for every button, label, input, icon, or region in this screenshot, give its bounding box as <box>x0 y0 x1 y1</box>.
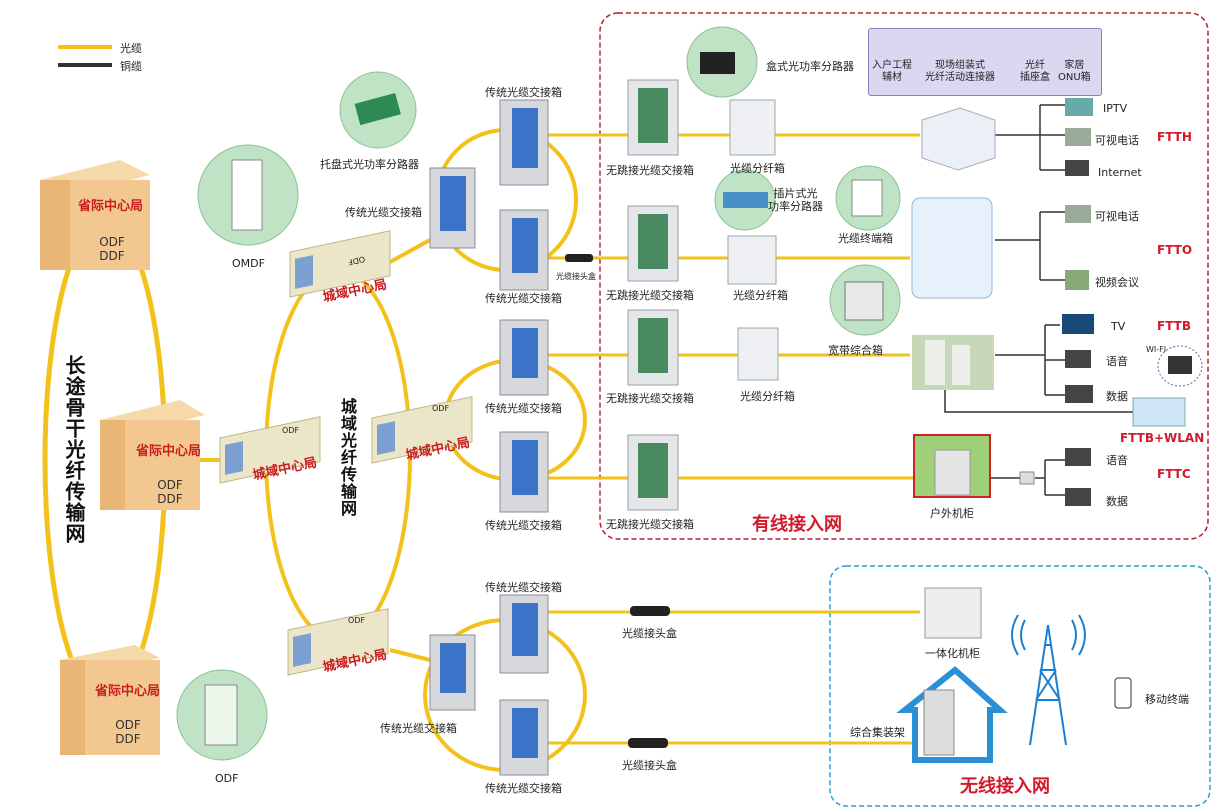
wireless-access-region <box>829 565 1211 807</box>
integrated-rack-label: 综合集装架 <box>850 726 905 739</box>
tray-splitter-label: 托盘式光功率分路器 <box>320 158 419 171</box>
backbone-node-bottom <box>60 645 160 755</box>
metro-node-3 <box>371 396 473 464</box>
backbone-title: 长途骨干光纤传输网 <box>62 355 86 544</box>
callout-item-2: 现场组装式光纤活动连接器 <box>925 60 995 83</box>
backbone-node-top-title: 省际中心局 <box>78 199 144 214</box>
no-jump-cabinet-label-1: 无跳接光缆交接箱 <box>606 164 694 177</box>
service-voice-2: 语音 <box>1106 454 1128 467</box>
metro-node-3-odf: ODF <box>432 404 450 413</box>
callout-item-1: 入户工程辅材 <box>872 60 912 83</box>
omdf-label: OMDF <box>232 257 265 270</box>
callout-item-3: 光纤插座盒 <box>1020 60 1050 83</box>
service-internet: Internet <box>1098 166 1142 179</box>
integrated-cabinet-icon <box>924 587 982 639</box>
service-wifi: WI-FI <box>1146 345 1167 354</box>
card-splitter-label: 插片式光功率分路器 <box>768 187 823 213</box>
odf-label: ODF <box>215 772 239 785</box>
service-voice-1: 语音 <box>1106 355 1128 368</box>
backbone-node-mid <box>100 400 205 510</box>
wired-access-region <box>599 12 1209 540</box>
metro-node-1 <box>289 230 391 298</box>
metro-node-2 <box>219 416 321 484</box>
trad-cabinet-label-2: 传统光缆交接箱 <box>345 206 422 219</box>
trad-cabinet-label-5: 传统光缆交接箱 <box>485 519 562 532</box>
backbone-node-mid-title: 省际中心局 <box>136 444 202 459</box>
access-ftth: FTTH <box>1157 130 1192 144</box>
access-fttb-wlan: FTTB+WLAN <box>1120 431 1205 445</box>
ftto-building-icon <box>911 197 993 299</box>
metro-node-4-odf: ODF <box>348 616 366 625</box>
backbone-node-top <box>40 160 150 270</box>
metro-node-2-odf: ODF <box>282 426 300 435</box>
wlan-area-icon <box>1132 397 1186 427</box>
no-jump-cabinet-label-4: 无跳接光缆交接箱 <box>606 518 694 531</box>
broadband-box-label: 宽带综合箱 <box>828 344 883 357</box>
service-videoconf: 视频会议 <box>1095 276 1139 289</box>
splice-box-label-3: 光缆接头盒 <box>622 759 677 772</box>
split-box-label-2: 光缆分纤箱 <box>733 289 788 302</box>
tower-icon <box>1011 614 1086 746</box>
service-iptv: IPTV <box>1103 102 1128 115</box>
trad-cabinet-label-3: 传统光缆交接箱 <box>485 292 562 305</box>
service-videophone-2: 可视电话 <box>1095 210 1139 223</box>
split-box-label-3: 光缆分纤箱 <box>740 390 795 403</box>
trad-cabinet-label-7: 传统光缆交接箱 <box>380 722 457 735</box>
wired-access-title: 有线接入网 <box>752 514 842 535</box>
access-ftto: FTTO <box>1157 243 1193 257</box>
no-jump-cabinet-label-3: 无跳接光缆交接箱 <box>606 392 694 405</box>
splice-box-label-2: 光缆接头盒 <box>622 627 677 640</box>
home-accessories-callout <box>868 28 1102 96</box>
outdoor-cabinet-label: 户外机柜 <box>930 507 974 520</box>
wifi-laptop-bubble <box>1157 345 1203 387</box>
wireless-access-title: 无线接入网 <box>960 776 1050 797</box>
integrated-cabinet-label: 一体化机柜 <box>925 647 980 660</box>
metro-node-4 <box>287 608 389 676</box>
no-jump-cabinet-label-2: 无跳接光缆交接箱 <box>606 289 694 302</box>
service-tv: TV <box>1111 320 1126 333</box>
legend-fiber-label: 光缆 <box>120 42 142 55</box>
metro-title: 城域光纤传输网 <box>338 398 357 517</box>
trad-cabinet-label-8: 传统光缆交接箱 <box>485 782 562 795</box>
service-data-2: 数据 <box>1106 495 1128 508</box>
service-data-1: 数据 <box>1106 390 1128 403</box>
access-fttb: FTTB <box>1157 319 1191 333</box>
split-box-icons <box>727 99 779 381</box>
ftth-home-icon <box>921 107 996 171</box>
access-fttc: FTTC <box>1157 467 1191 481</box>
term-box-label: 光缆终端箱 <box>838 232 893 245</box>
trad-cabinet-label-4: 传统光缆交接箱 <box>485 402 562 415</box>
service-mobile: 移动终端 <box>1145 693 1189 706</box>
service-videophone-1: 可视电话 <box>1095 134 1139 147</box>
split-box-label-1: 光缆分纤箱 <box>730 162 785 175</box>
trad-cabinet-label-6: 传统光缆交接箱 <box>485 581 562 594</box>
mobile-phone-icon <box>1114 677 1132 709</box>
splice-box-label-1: 光缆接头盒 <box>556 272 596 281</box>
legend-copper-label: 铜缆 <box>120 60 142 73</box>
splice-box-icons <box>565 254 670 748</box>
trad-cabinet-label-1: 传统光缆交接箱 <box>485 86 562 99</box>
box-splitter-label: 盒式光功率分路器 <box>766 60 854 73</box>
backbone-node-bottom-title: 省际中心局 <box>95 684 161 699</box>
